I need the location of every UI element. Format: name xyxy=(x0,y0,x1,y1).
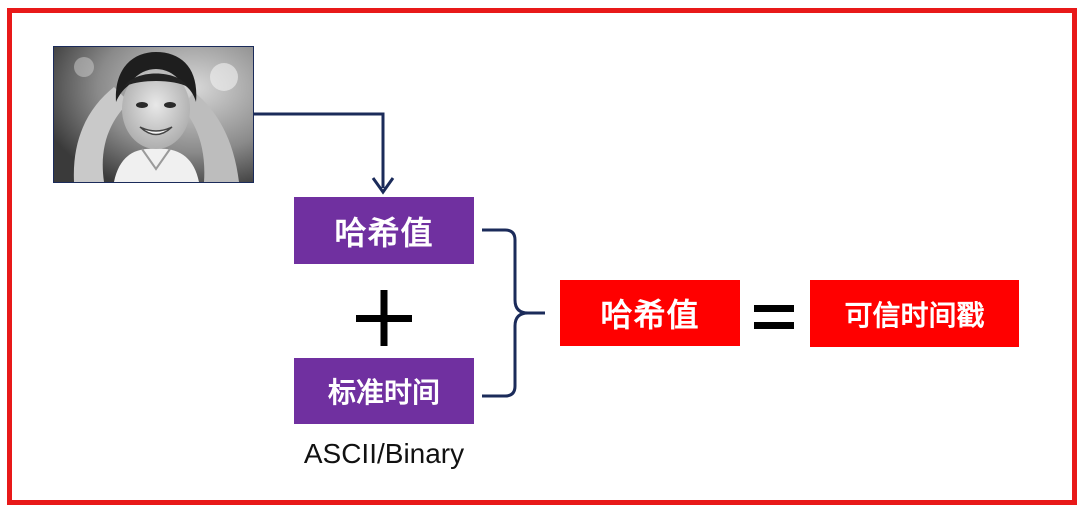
input-hash-label: 哈希值 xyxy=(334,213,434,252)
standard-time-caption: ASCII/Binary xyxy=(303,438,465,469)
equals-symbol xyxy=(754,305,794,329)
output-hash-label: 哈希值 xyxy=(600,296,700,334)
plus-symbol xyxy=(356,290,412,346)
outer-frame xyxy=(7,8,1077,505)
trusted-timestamp-box: 可信时间戳 xyxy=(810,280,1019,347)
standard-time-label: 标准时间 xyxy=(327,376,440,409)
portrait-photo-icon xyxy=(53,46,254,183)
trusted-timestamp-label: 可信时间戳 xyxy=(844,298,985,332)
output-hash-box: 哈希值 xyxy=(560,280,740,346)
standard-time-box: 标准时间 xyxy=(294,358,474,424)
input-hash-box: 哈希值 xyxy=(294,197,474,264)
